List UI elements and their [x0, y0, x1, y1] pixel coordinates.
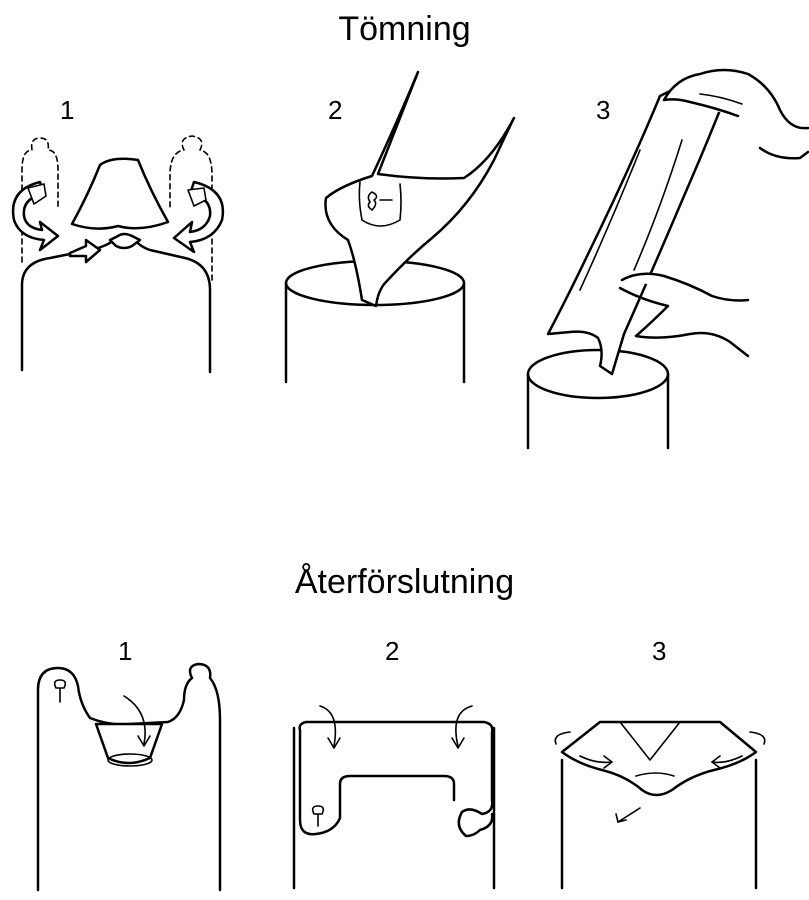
emptying-step-3-illustration [526, 68, 809, 450]
step-number-emptying-1: 1 [60, 95, 75, 125]
emptying-step-1-illustration [11, 135, 225, 374]
step-number-resealing-3: 3 [652, 636, 667, 666]
step-number-emptying-3: 3 [596, 95, 611, 125]
resealing-step-2-illustration [292, 705, 496, 890]
section-title-resealing: Återförslutning [294, 563, 515, 601]
emptying-step-2-illustration [284, 70, 516, 384]
step-number-resealing-2: 2 [385, 636, 400, 666]
step-number-emptying-2: 2 [328, 95, 343, 125]
resealing-step-3-illustration [554, 720, 766, 890]
section-title-emptying: Tömning [338, 10, 471, 48]
resealing-step-1-illustration [36, 662, 222, 892]
step-number-resealing-1: 1 [118, 636, 133, 666]
